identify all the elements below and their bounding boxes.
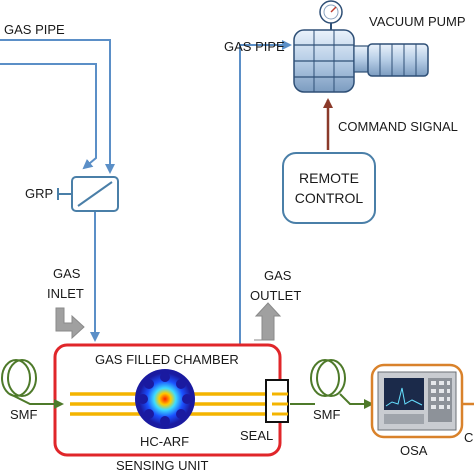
- gas-pipe-top: [0, 39, 115, 174]
- gas-filled-chamber-label: GAS FILLED CHAMBER: [95, 352, 239, 367]
- gas-outlet-label-line2: OUTLET: [250, 288, 302, 303]
- osa-label: OSA: [400, 443, 428, 458]
- right-edge-cut-label: C: [464, 430, 474, 445]
- smf-left-coil: [1, 359, 64, 409]
- pressure-regulator-icon: [57, 176, 119, 212]
- smf-right-label: SMF: [313, 407, 341, 422]
- smf-right-coil: [290, 359, 374, 409]
- remote-control-line2: CONTROL: [294, 190, 364, 206]
- hollow-core-fiber-mode-icon: [135, 369, 195, 429]
- gas-pipe-mid-label: GAS PIPE: [224, 39, 285, 54]
- gas-inlet-label-line2: INLET: [47, 286, 84, 301]
- seal-label: SEAL: [240, 428, 274, 443]
- vacuum-pump-icon: [293, 0, 429, 93]
- remote-control-line1: REMOTE: [299, 170, 359, 186]
- command-signal-label: COMMAND SIGNAL: [338, 119, 458, 134]
- gas-inlet-arrow-icon: [55, 307, 85, 340]
- sensing-unit-label: SENSING UNIT: [116, 458, 209, 473]
- vacuum-pump-label: VACUUM PUMP: [369, 14, 466, 29]
- gas-outlet-label-line1: GAS: [264, 268, 292, 283]
- remote-control-box: REMOTE CONTROL: [282, 152, 376, 224]
- seal-block: [265, 379, 289, 423]
- grp-label: GRP: [25, 186, 54, 201]
- spectrum-analyzer-icon: [370, 363, 474, 439]
- smf-left-label: SMF: [10, 407, 38, 422]
- gas-pipe-top-label: GAS PIPE: [4, 22, 65, 37]
- gas-inlet-label-line1: GAS: [53, 266, 81, 281]
- gas-outlet-pipe: [239, 40, 292, 346]
- gas-outlet-arrow-icon: [254, 302, 282, 341]
- hc-arf-label: HC-ARF: [140, 434, 190, 449]
